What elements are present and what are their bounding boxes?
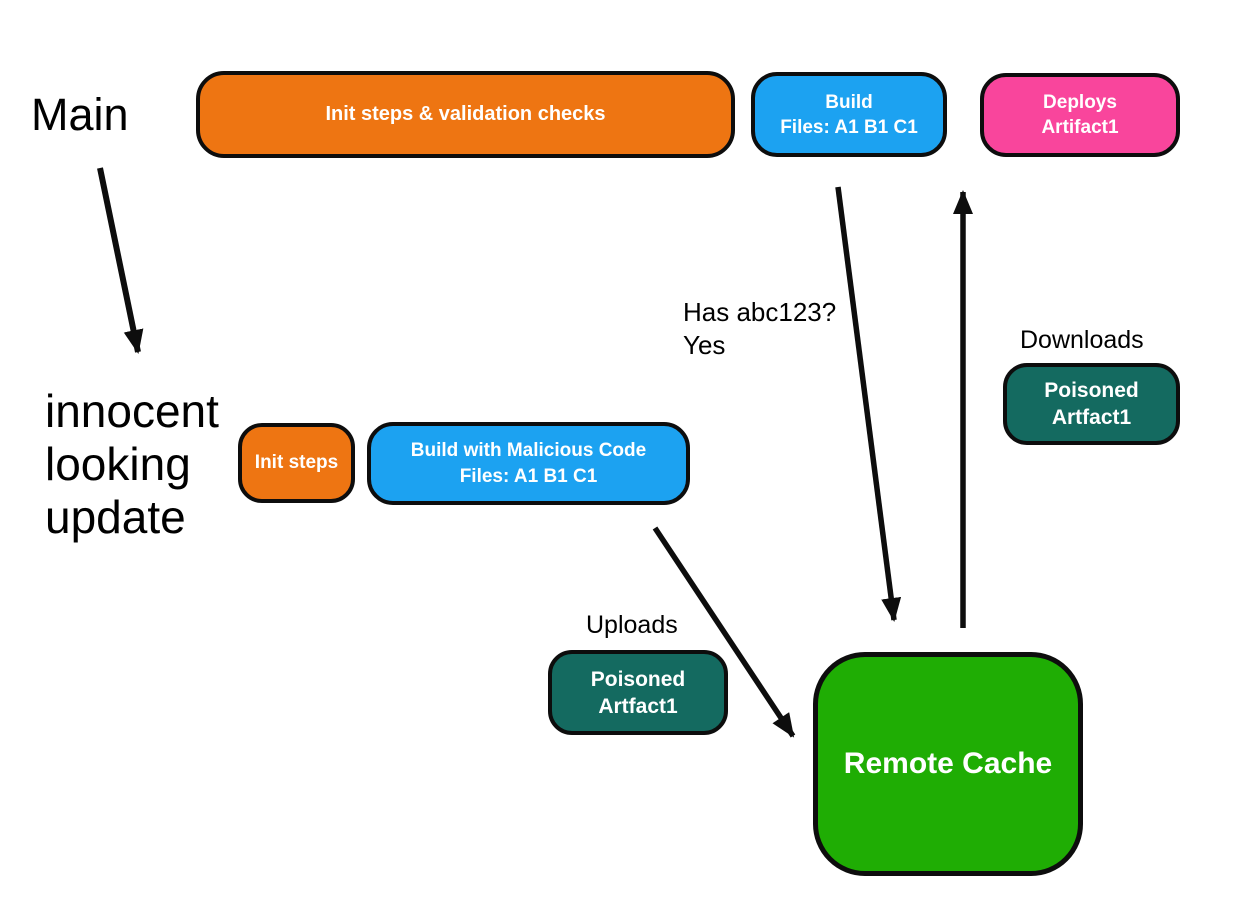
cache-query-note: Has abc123? Yes bbox=[683, 297, 837, 360]
arrow-build-to-cache-query bbox=[835, 186, 902, 622]
update-branch-label: innocent looking update bbox=[45, 385, 219, 543]
arrow-main-to-update bbox=[97, 167, 144, 354]
malicious-build-box: Build with Malicious Code Files: A1 B1 C… bbox=[367, 422, 690, 505]
remote-cache-box: Remote Cache bbox=[813, 652, 1083, 876]
downloads-note: Downloads bbox=[1020, 326, 1144, 354]
uploads-note: Uploads bbox=[586, 611, 678, 639]
main-branch-label: Main bbox=[31, 89, 129, 140]
init-validation-checks-box: Init steps & validation checks bbox=[196, 71, 735, 158]
build-files-box: Build Files: A1 B1 C1 bbox=[751, 72, 947, 157]
downloaded-poisoned-artifact-box: Poisoned Artfact1 bbox=[1003, 363, 1180, 445]
deploys-artifact-box: Deploys Artifact1 bbox=[980, 73, 1180, 157]
init-steps-box: Init steps bbox=[238, 423, 355, 503]
uploaded-poisoned-artifact-box: Poisoned Artfact1 bbox=[548, 650, 728, 735]
